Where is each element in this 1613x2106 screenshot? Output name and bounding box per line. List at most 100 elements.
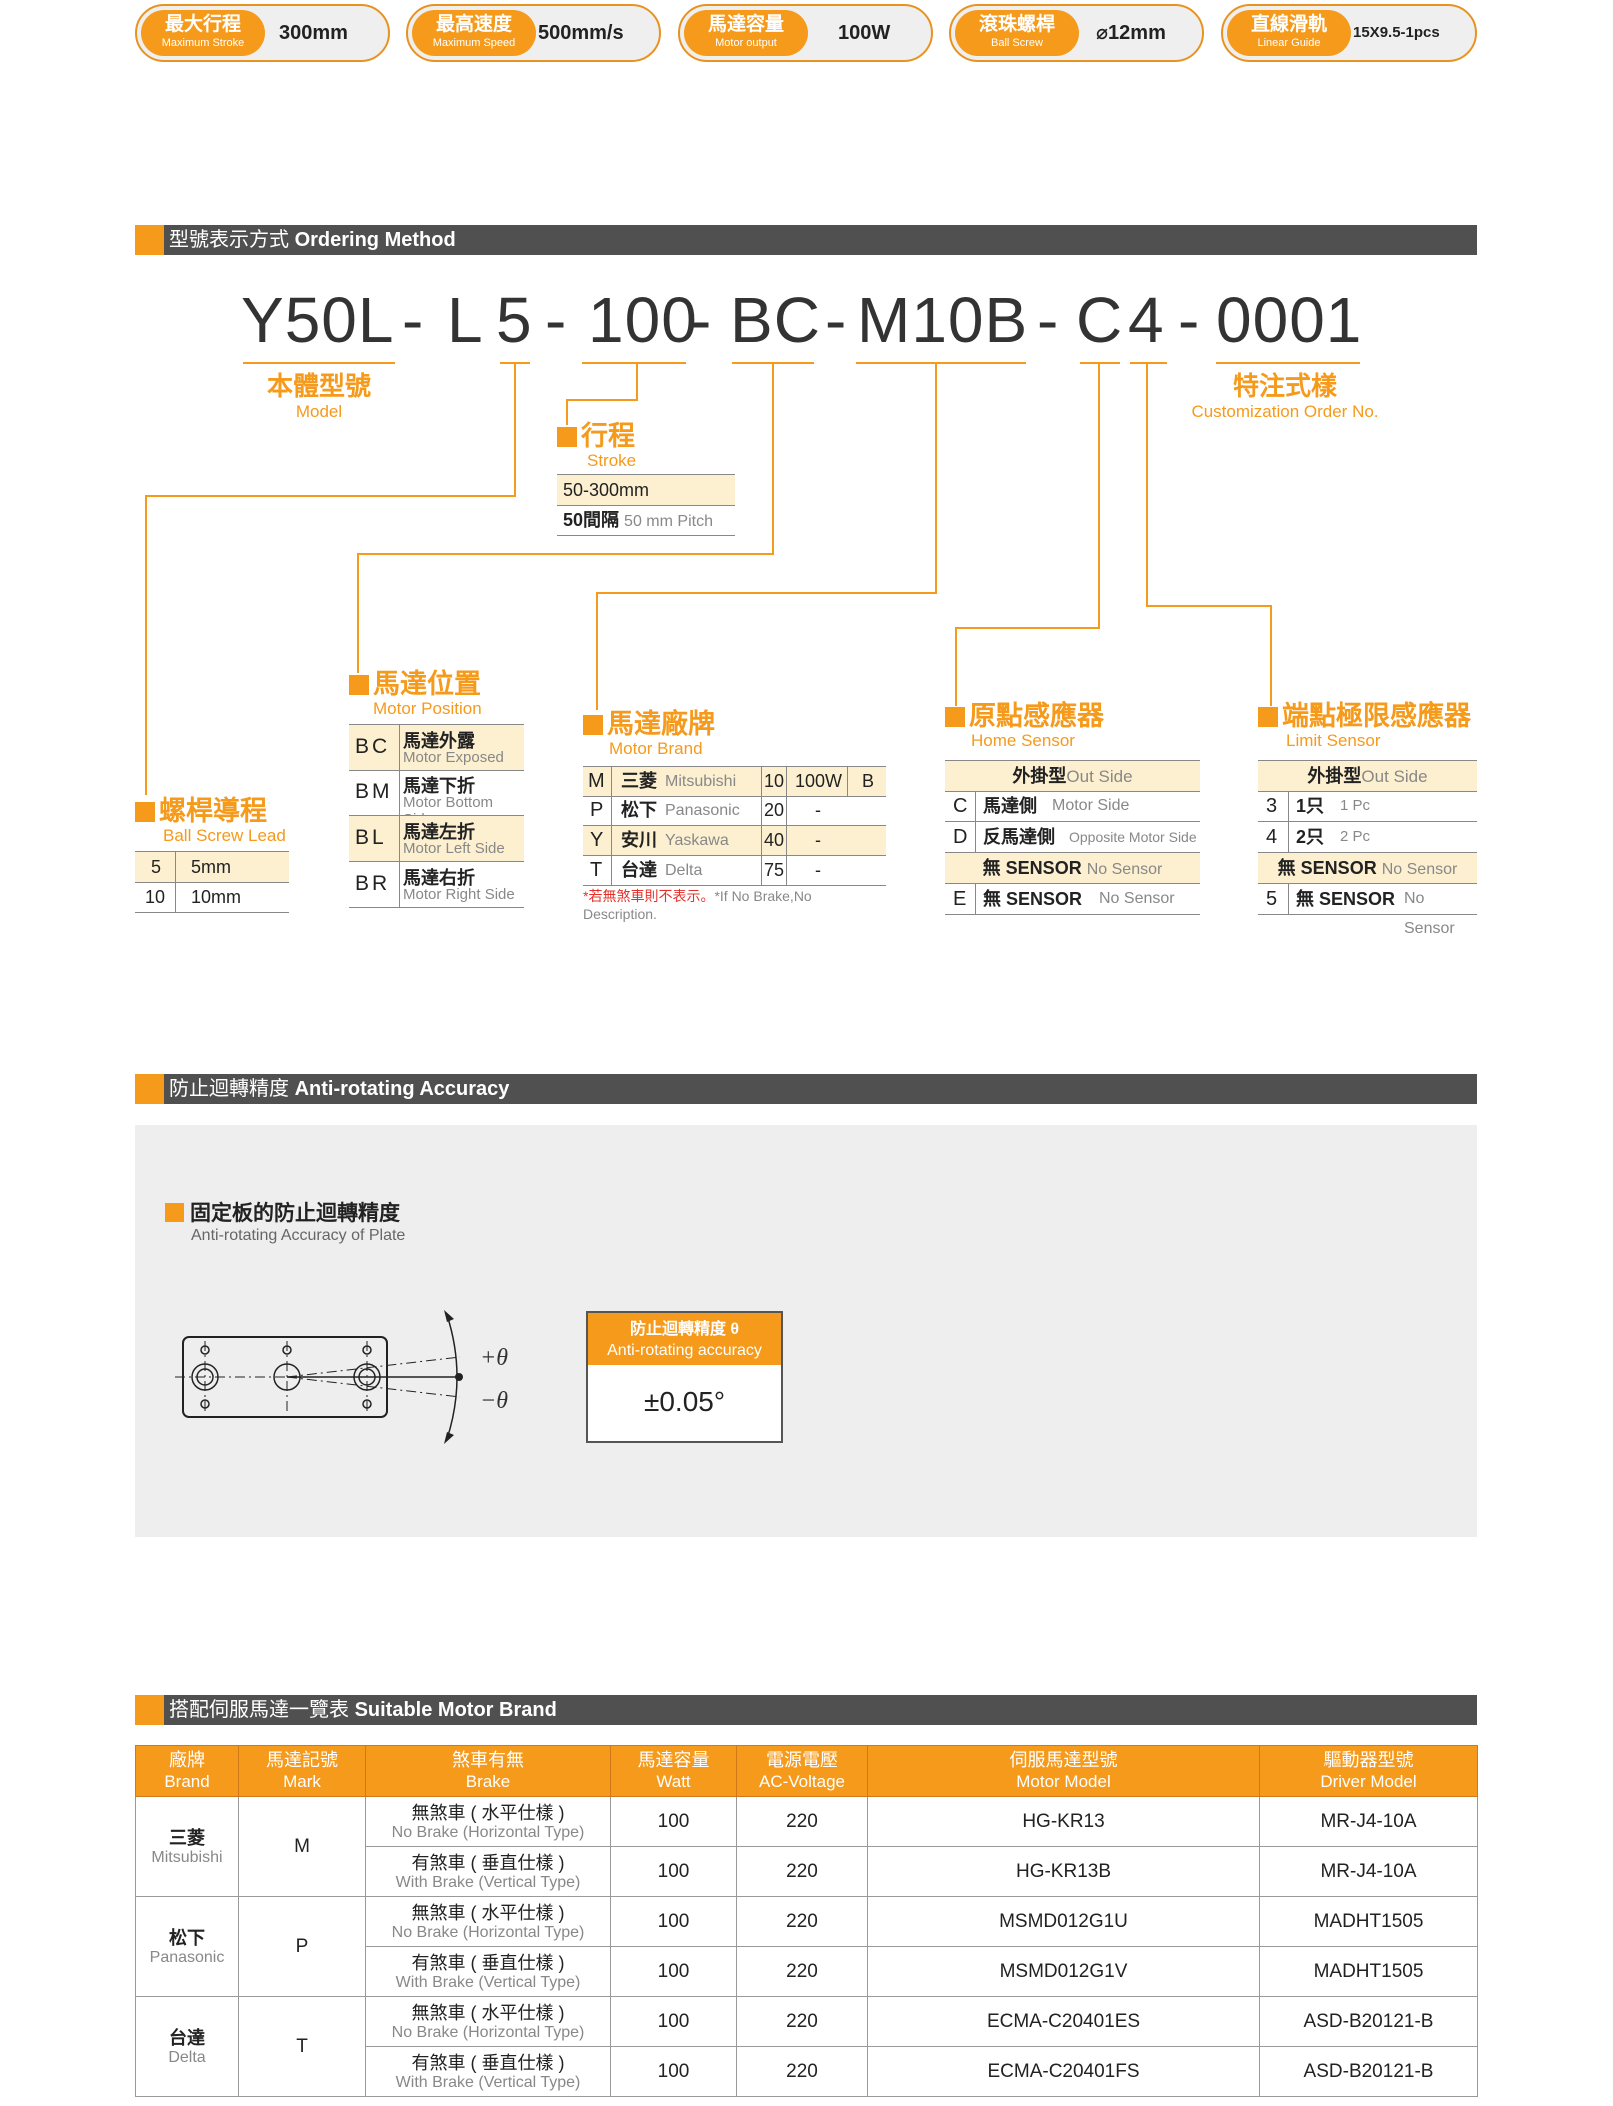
stroke-block: 行程 Stroke 50-300mm 50間隔 50 mm Pitch	[557, 420, 735, 538]
accuracy-subtitle-zh: 固定板的防止迴轉精度	[190, 1202, 400, 1225]
limit-en: No Sensor	[1404, 890, 1455, 937]
code-dash: -	[1178, 284, 1201, 356]
stroke-title: 行程	[581, 421, 635, 451]
header-watt: 馬達容量 Watt	[610, 1745, 737, 1797]
header-zh: 伺服馬達型號	[1009, 1750, 1118, 1770]
brake-cell: 無煞車 ( 水平仕樣 )No Brake (Horizontal Type)	[365, 1996, 611, 2047]
connector-stroke	[566, 399, 568, 425]
section-title-zh: 防止迴轉精度	[169, 1078, 289, 1100]
connector-brand	[596, 592, 937, 594]
position-zh: 馬達下折	[403, 776, 475, 796]
spec-label: 直線滑軌	[1250, 14, 1327, 35]
brand-zh: 安川	[621, 830, 657, 850]
header-en: AC-Voltage	[759, 1772, 845, 1791]
label-model: 本體型號 Model	[243, 370, 395, 422]
code-brand: M10B	[857, 284, 1029, 356]
brand-subtitle: Motor Brand	[609, 739, 703, 758]
header-en: Motor Model	[1016, 1772, 1111, 1791]
brand-key: T	[590, 859, 603, 881]
label-custom-zh: 特注式樣	[1232, 371, 1337, 401]
voltage-cell: 220	[736, 1946, 868, 1997]
home-row: D 反馬達側 Opposite Motor Side	[945, 822, 1200, 853]
home-title: 原點感應器	[969, 701, 1104, 731]
position-key: BR	[355, 872, 391, 895]
motor-model-cell: MSMD012G1V	[867, 1946, 1260, 1997]
home-subtitle: Home Sensor	[971, 731, 1075, 750]
home-key: E	[953, 888, 967, 910]
brake-en: With Brake (Vertical Type)	[395, 1873, 581, 1891]
watt-cell: 100	[610, 2046, 737, 2097]
brand-row: M 三菱 Mitsubishi 10 100W B	[583, 766, 886, 797]
position-title: 馬達位置	[373, 669, 481, 699]
motor-model-cell: ECMA-C20401FS	[867, 2046, 1260, 2097]
header-en: Watt	[656, 1772, 691, 1791]
label-model-en: Model	[295, 402, 343, 421]
lead-row: 10 10mm	[135, 882, 289, 913]
stroke-row: 50間隔 50 mm Pitch	[557, 505, 735, 536]
accuracy-box-zh: 防止迴轉精度 θ	[629, 1321, 740, 1338]
stroke-subtitle: Stroke	[587, 451, 637, 470]
plus-theta-label: +θ	[480, 1345, 508, 1371]
code-custom: 0001	[1216, 284, 1363, 356]
spec-label-en: Motor output	[715, 37, 777, 49]
header-zh: 馬達容量	[637, 1750, 710, 1770]
spec-value: 300mm	[279, 22, 348, 44]
lead-table: 5 5mm 10 10mm	[135, 851, 289, 915]
home-en: Motor Side	[1052, 797, 1130, 814]
limit-key: 5	[1266, 888, 1278, 910]
header-en: Brake	[465, 1772, 511, 1791]
motor-model-cell: HG-KR13B	[867, 1846, 1260, 1897]
home-head-en: Out Side	[1066, 767, 1133, 786]
lead-value: 5mm	[191, 857, 231, 877]
header-en: Driver Model	[1320, 1772, 1417, 1791]
brake-cell: 無煞車 ( 水平仕樣 )No Brake (Horizontal Type)	[365, 1896, 611, 1947]
brake-cell: 有煞車 ( 垂直仕樣 )With Brake (Vertical Type)	[365, 1946, 611, 1997]
connector-lead	[145, 495, 516, 497]
limit-zh: 1只	[1296, 796, 1325, 816]
section-title-en: Suitable Motor Brand	[354, 1699, 557, 1721]
limit-head-en: Out Side	[1361, 767, 1428, 786]
brake-en: No Brake (Horizontal Type)	[391, 1823, 585, 1841]
home-head-zh: 外掛型	[1012, 766, 1067, 786]
square-icon	[1258, 707, 1278, 727]
connector-brand	[596, 592, 598, 710]
brand-key: P	[590, 799, 604, 821]
spec-label: 最高速度	[435, 14, 512, 35]
brake-zh: 無煞車 ( 水平仕樣 )	[411, 1902, 565, 1923]
limit-zh: 無 SENSOR	[1296, 889, 1396, 909]
label-custom-en: Customization Order No.	[1191, 402, 1379, 421]
brake-cell: 有煞車 ( 垂直仕樣 )With Brake (Vertical Type)	[365, 1846, 611, 1897]
lead-key: 10	[145, 887, 166, 907]
home-en: No Sensor	[1099, 890, 1175, 907]
watt-cell: 100	[610, 1846, 737, 1897]
limit-key: 3	[1266, 795, 1278, 817]
stroke-pitch-zh: 50間隔	[563, 510, 620, 530]
stroke-row: 50-300mm	[557, 474, 735, 506]
brand-title: 馬達廠牌	[607, 709, 715, 739]
connector-lead	[145, 495, 147, 795]
brand-brake: B	[862, 771, 875, 791]
code-model: Y50L	[241, 284, 395, 356]
connector-home	[955, 627, 957, 706]
voltage-cell: 220	[736, 1846, 868, 1897]
position-en: Motor Exposed	[403, 749, 504, 766]
section-title-zh: 搭配伺服馬達一覽表	[169, 1699, 349, 1721]
connector-limit	[1146, 362, 1148, 606]
home-zh: 馬達側	[983, 796, 1037, 816]
connector-position	[357, 553, 774, 555]
limit-en: No Sensor	[1381, 861, 1458, 878]
code-home: C	[1076, 284, 1124, 356]
position-zh: 馬達左折	[403, 822, 475, 842]
voltage-cell: 220	[736, 1896, 868, 1947]
connector-home	[1098, 362, 1100, 628]
plate-diagram	[175, 1310, 463, 1444]
spec-label-en: Ball Screw	[991, 37, 1043, 49]
spec-label-en: Maximum Speed	[432, 37, 516, 49]
